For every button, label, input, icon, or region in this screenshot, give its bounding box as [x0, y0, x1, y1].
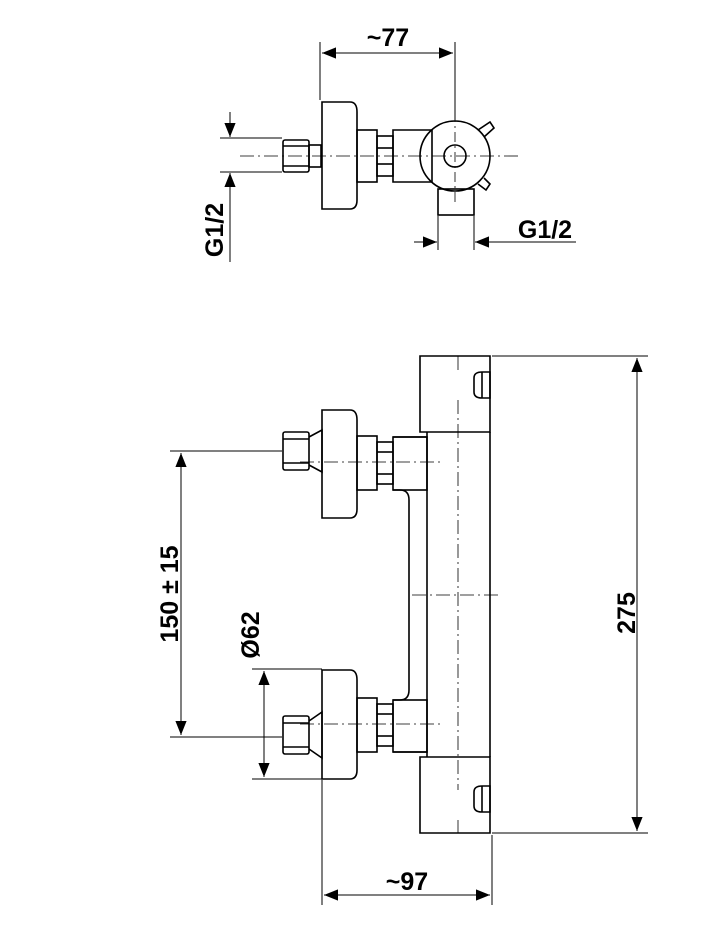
left-thread-dimension — [220, 112, 282, 262]
lower-connector — [282, 669, 428, 780]
center-lines — [300, 400, 500, 790]
depth-dimension — [321, 780, 493, 905]
left-thread-label: G1/2 — [201, 203, 229, 257]
height-label: 275 — [613, 592, 641, 634]
top-view — [220, 42, 576, 262]
front-view — [170, 355, 648, 905]
bottom-thread-dimension — [414, 216, 576, 250]
upper-connector — [282, 409, 428, 519]
spacing-label: 150 ± 15 — [156, 545, 184, 642]
spacing-dimension — [170, 450, 282, 738]
diameter-label: Ø62 — [237, 611, 265, 658]
height-dimension — [492, 355, 648, 834]
diameter-dimension — [252, 668, 322, 780]
width-label: ~77 — [367, 24, 409, 52]
depth-label: ~97 — [386, 868, 428, 896]
bottom-thread-label: G1/2 — [518, 216, 572, 244]
thermostat-body — [419, 355, 491, 834]
width-dimension — [319, 42, 456, 120]
